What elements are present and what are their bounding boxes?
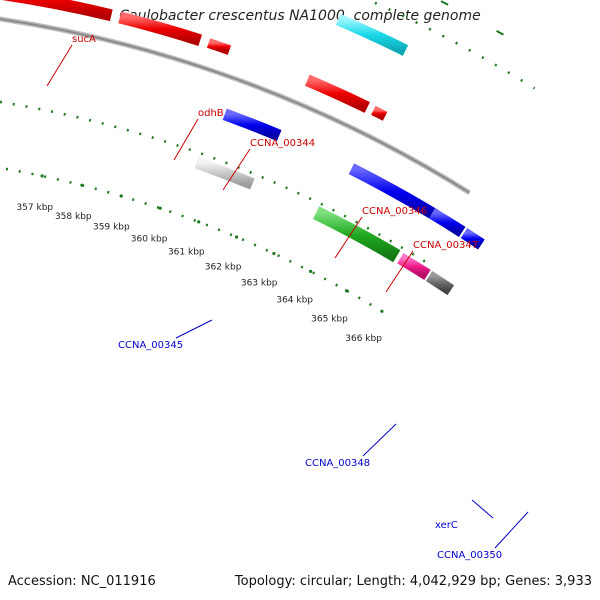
gene-feature-ccna-00348[interactable] [313,206,401,263]
tick-mark [119,194,123,198]
genome-summary-text: Topology: circular; Length: 4,042,929 bp… [234,574,592,589]
gene-leader-line [362,423,397,457]
guide-ring-dotted [0,166,393,319]
gene-leader-line [471,499,494,519]
tick-label: 361 kbp [168,248,205,258]
gene-feature-suca[interactable] [0,0,113,22]
gene-feature-xerc[interactable] [428,207,466,237]
gene-leader-line [334,216,363,259]
gene-feature-ccna-00344[interactable] [206,38,232,55]
gene-label-ccna-00344[interactable]: CCNA_00344 [250,138,315,149]
gene-leader-line [494,511,529,549]
gene-label-xerc[interactable]: xerC [435,520,458,531]
gene-leader-line [222,148,251,191]
gene-feature-odhb[interactable] [118,11,203,47]
tick-mark [309,269,313,273]
tick-label: 362 kbp [205,262,242,272]
gene-leader-line [173,118,199,161]
gene-feature-ccna-00347[interactable] [304,74,370,113]
gene-label-suca[interactable]: sucA [72,34,96,45]
tick-label: 366 kbp [345,334,382,344]
tick-label: 365 kbp [311,314,348,324]
gene-feature-ccna-00346[interactable] [335,13,409,56]
gene-feature-ccna-00345[interactable] [194,156,255,190]
tick-label: 359 kbp [93,223,130,233]
tick-mark [158,206,162,210]
map-title: Caulobacter crescentus NA1000, complete … [119,8,481,24]
tick-mark [197,220,201,224]
accession-text: Accession: NC_011916 [8,574,156,589]
tick-label: 358 kbp [55,212,92,222]
genome-backbone [0,16,471,195]
gene-label-ccna-00350[interactable]: CCNA_00350 [437,550,502,561]
gene-feature-ccna-00350[interactable] [460,227,485,250]
gene-label-ccna-00346[interactable]: CCNA_00346 [362,206,427,217]
gene-leader-line [175,319,213,339]
gene-label-odhb[interactable]: odhB [198,108,224,119]
tick-label: 364 kbp [276,296,313,306]
tick-mark [345,289,349,293]
gene-leader-line [385,250,414,293]
tick-label: 363 kbp [241,278,278,288]
gene-feature-xerc[interactable] [397,253,431,280]
tick-mark [235,235,239,239]
gene-label-ccna-00347[interactable]: CCNA_00347 [413,240,478,251]
tick-mark [272,251,276,256]
tick-mark [40,174,44,178]
gene-label-ccna-00348[interactable]: CCNA_00348 [305,458,370,469]
guide-ring-dotted [0,100,427,264]
tick-mark [380,309,384,313]
gene-feature-ccna-00347[interactable] [371,105,388,121]
tick-mark [80,183,84,187]
tick-label: 357 kbp [16,203,53,213]
gene-label-ccna-00345[interactable]: CCNA_00345 [118,340,183,351]
gene-feature-ccna-00350[interactable] [425,270,455,296]
tick-label: 360 kbp [131,234,168,244]
genome-backbone-core [0,17,471,194]
gene-feature-ccna-00345[interactable] [222,108,282,142]
gene-leader-line [46,44,73,87]
